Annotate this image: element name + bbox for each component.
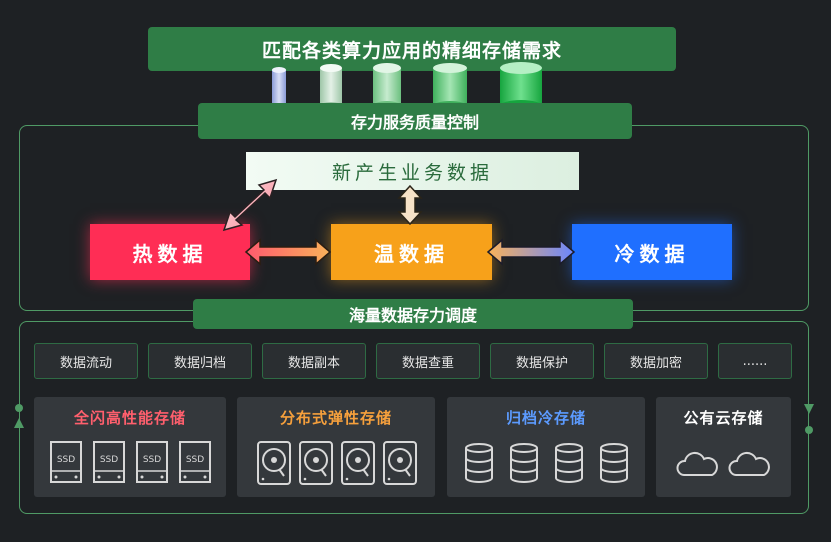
- database-icon: [600, 443, 628, 483]
- storage-panel-cloud: 公有云存储: [656, 397, 791, 497]
- ssd-icon-group: SSD SSD SSD SSD: [50, 441, 211, 483]
- storage-title-allflash: 全闪高性能存储: [73, 409, 186, 427]
- new-data-box: 新产生业务数据: [246, 152, 579, 190]
- top-banner-text: 匹配各类算力应用的精细存储需求: [261, 39, 562, 62]
- function-data-flow[interactable]: 数据流动: [34, 343, 138, 379]
- database-icon: [510, 443, 538, 483]
- new-data-text: 新产生业务数据: [331, 161, 493, 184]
- storage-panel-archive: 归档冷存储: [447, 397, 645, 497]
- scheduling-text: 海量数据存力调度: [348, 306, 477, 325]
- function-data-archive[interactable]: 数据归档: [148, 343, 252, 379]
- ssd-icon: SSD: [93, 441, 125, 483]
- quality-control-text: 存力服务质量控制: [350, 113, 479, 132]
- hdd-icon: [383, 441, 417, 485]
- ssd-label: SSD: [143, 455, 161, 465]
- database-icon: [555, 443, 583, 483]
- hdd-icon: [341, 441, 375, 485]
- function-data-encryption[interactable]: 数据加密: [604, 343, 708, 379]
- arrow-hot-warm-icon: [244, 238, 332, 266]
- ssd-icon: SSD: [50, 441, 82, 483]
- warm-data-box: 温数据: [331, 224, 492, 280]
- hdd-icon: [299, 441, 333, 485]
- quality-control-bar: 存力服务质量控制: [198, 103, 632, 139]
- storage-panel-allflash: 全闪高性能存储 SSD SSD SSD SSD: [34, 397, 226, 497]
- scheduling-bar: 海量数据存力调度: [193, 299, 633, 329]
- storage-title-distributed: 分布式弹性存储: [279, 409, 392, 427]
- function-more[interactable]: ......: [718, 343, 792, 379]
- left-loop-arrow-icon: [14, 404, 24, 428]
- ssd-icon: SSD: [136, 441, 168, 483]
- loop-arrows: [14, 404, 814, 434]
- function-data-replica[interactable]: 数据副本: [262, 343, 366, 379]
- top-banner: 匹配各类算力应用的精细存储需求: [148, 27, 676, 71]
- cloud-icon: [676, 451, 718, 476]
- warm-data-text: 温数据: [374, 241, 449, 266]
- database-icon: [465, 443, 493, 483]
- arrow-new-hot-icon: [222, 178, 278, 232]
- ssd-label: SSD: [57, 455, 75, 465]
- hot-data-text: 热数据: [132, 241, 208, 266]
- ssd-label: SSD: [186, 455, 204, 465]
- arrow-warm-cold-icon: [486, 238, 576, 266]
- function-data-dedup[interactable]: 数据查重: [376, 343, 480, 379]
- database-icon-group: [465, 443, 628, 483]
- cloud-icon-group: [676, 451, 770, 476]
- storage-title-cloud: 公有云存储: [683, 409, 764, 427]
- flow-arrows: [222, 178, 576, 266]
- ssd-icon: SSD: [179, 441, 211, 483]
- function-data-protection[interactable]: 数据保护: [490, 343, 594, 379]
- hdd-icon: [257, 441, 291, 485]
- storage-panel-distributed: 分布式弹性存储: [237, 397, 435, 497]
- cold-data-box: 冷数据: [572, 224, 732, 280]
- hdd-icon-group: [257, 441, 417, 485]
- cold-data-text: 冷数据: [614, 241, 690, 266]
- hot-data-box: 热数据: [90, 224, 250, 280]
- cloud-icon: [728, 451, 770, 476]
- arrow-new-warm-icon: [397, 184, 423, 226]
- right-loop-arrow-icon: [804, 404, 814, 434]
- storage-title-archive: 归档冷存储: [505, 409, 586, 427]
- ssd-label: SSD: [100, 455, 118, 465]
